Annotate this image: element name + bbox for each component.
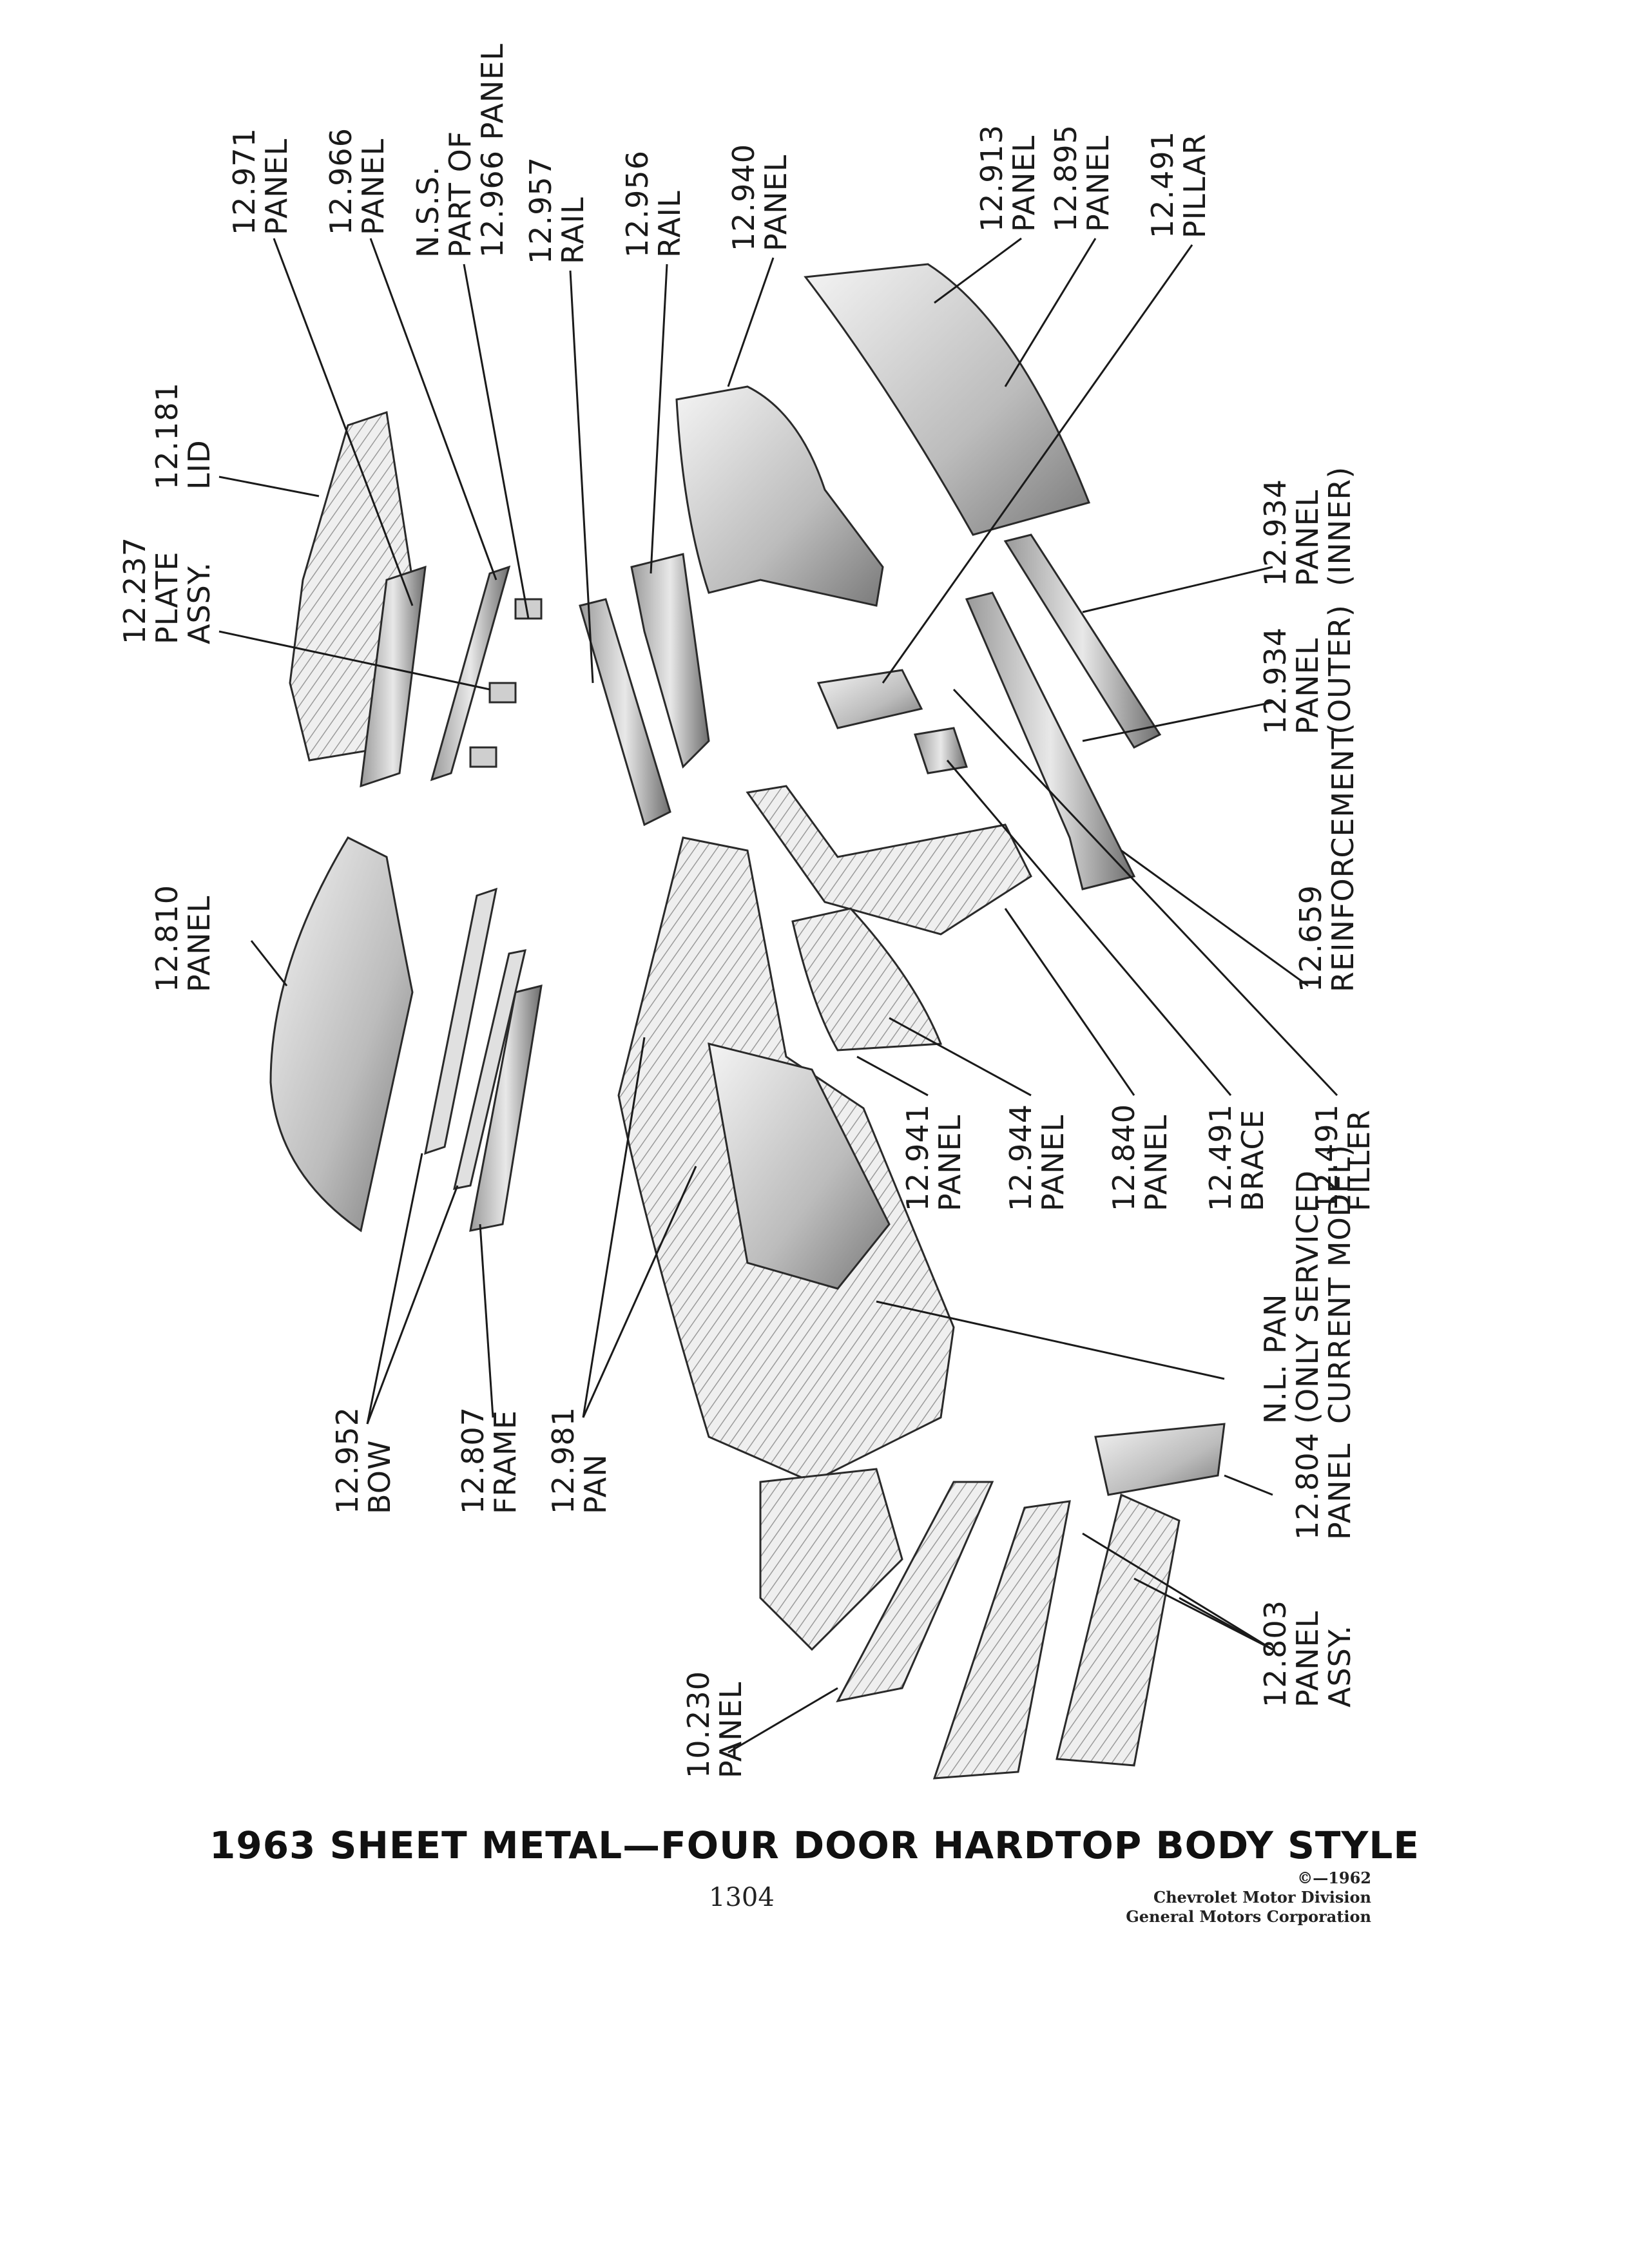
callout-12940-panel: 12.940PANEL bbox=[726, 144, 793, 251]
page-number: 1304 bbox=[709, 1883, 775, 1912]
page-title: 1963 SHEET METAL—FOUR DOOR HARDTOP BODY … bbox=[209, 1823, 1420, 1867]
callout-12807-frame: 12.807FRAME bbox=[456, 1407, 523, 1514]
callout-12810-panel: 12.810PANEL bbox=[149, 885, 217, 992]
credit-division: Chevrolet Motor Division bbox=[1153, 1888, 1371, 1907]
roof-panel-drawing bbox=[269, 836, 414, 1233]
pillar-drawing bbox=[816, 669, 923, 729]
quarter-panel-drawing bbox=[675, 385, 884, 607]
trunk-side-panel-drawing bbox=[791, 907, 943, 1052]
callout-labels: 12.971PANEL 12.966PANEL N.S.S.PART OF12.… bbox=[117, 43, 1376, 1778]
cowl-panel-assembly-a-drawing bbox=[932, 1500, 1071, 1780]
callout-12840-panel: 12.840PANEL bbox=[1106, 1104, 1173, 1211]
callout-12981-pan: 12.981PAN bbox=[546, 1407, 613, 1514]
plate-bracket-c bbox=[469, 746, 497, 768]
long-roof-panel-drawing bbox=[804, 263, 1091, 536]
inner-rocker-panel-drawing bbox=[1003, 533, 1162, 749]
callout-12934-panel-inner: 12.934PANEL(INNER) bbox=[1258, 466, 1357, 586]
callout-12491-pillar: 12.491PILLAR bbox=[1145, 131, 1212, 238]
callout-12913-panel: 12.913PANEL bbox=[974, 124, 1041, 232]
rear-floor-pan-drawing bbox=[708, 1042, 891, 1290]
callout-12971-panel: 12.971PANEL bbox=[227, 128, 294, 235]
callout-12966-panel: 12.966PANEL bbox=[323, 128, 390, 235]
callout-12804-panel: 12.804PANEL bbox=[1290, 1432, 1357, 1540]
rail-b-drawing bbox=[630, 553, 710, 769]
callout-12895-panel: 12.895PANEL bbox=[1048, 124, 1115, 232]
callout-nss-part-of-12966: N.S.S.PART OF12.966 PANEL bbox=[410, 43, 510, 258]
callout-12803-panel-assy: 12.803PANELASSY. bbox=[1258, 1600, 1357, 1707]
callout-12659-reinforcement: 12.659REINFORCEMENT bbox=[1293, 730, 1360, 992]
credit-corporation: General Motors Corporation bbox=[1126, 1907, 1371, 1926]
callout-12944-panel: 12.944PANEL bbox=[1003, 1104, 1070, 1211]
callout-12934-panel-outer: 12.934PANEL(OUTER) bbox=[1258, 604, 1357, 735]
roof-bow-a-drawing bbox=[424, 887, 497, 1155]
callout-12181-lid: 12.181LID bbox=[149, 382, 217, 490]
callout-12491-brace: 12.491BRACE bbox=[1203, 1104, 1270, 1211]
callout-10230-panel: 10.230PANEL bbox=[681, 1671, 748, 1778]
callout-12956-rail: 12.956RAIL bbox=[620, 150, 687, 258]
cowl-panel-assembly-b-drawing bbox=[1055, 1493, 1181, 1767]
front-body-panel-drawing bbox=[759, 1468, 903, 1651]
callout-12941-panel: 12.941PANEL bbox=[900, 1104, 967, 1211]
plate-bracket-b bbox=[488, 682, 517, 704]
lid-inner-panel-drawing bbox=[360, 565, 427, 788]
callout-12237-plate-assy: 12.237PLATEASSY. bbox=[117, 537, 217, 644]
rear-panel-strip-drawing bbox=[430, 565, 511, 782]
brace-drawing bbox=[914, 727, 968, 774]
rail-a-drawing bbox=[579, 598, 671, 827]
outer-rocker-panel-drawing bbox=[965, 591, 1136, 890]
copyright-year: ©—1962 bbox=[1297, 1869, 1371, 1887]
callout-nl-pan: N.L. PAN(ONLY SERVICEDCURRENT MODEL) bbox=[1258, 1144, 1357, 1424]
leader-lines bbox=[218, 237, 1338, 1754]
roof-bow-b-drawing bbox=[453, 949, 526, 1190]
callout-12957-rail: 12.957RAIL bbox=[523, 157, 590, 264]
cowl-small-panel-drawing bbox=[1094, 1423, 1226, 1496]
dash-panel-drawing bbox=[836, 1481, 994, 1703]
windshield-frame-drawing bbox=[469, 984, 543, 1232]
callout-12952-bow: 12.952BOW bbox=[330, 1407, 397, 1514]
copyright-credit: ©—1962 Chevrolet Motor Division General … bbox=[1126, 1869, 1371, 1927]
wheelhouse-panel-drawing bbox=[746, 785, 1032, 936]
callout-12491-filler: 12.491FILLER bbox=[1309, 1104, 1376, 1211]
